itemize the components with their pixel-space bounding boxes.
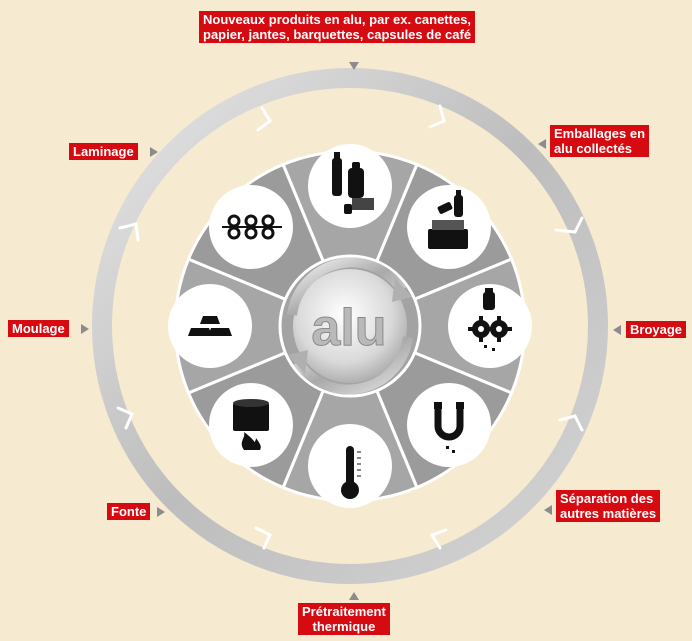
arrow-right-icon	[81, 324, 89, 334]
magnet-icon	[434, 402, 464, 453]
cycle-arrowhead-top	[392, 278, 412, 302]
arrow-left-icon	[538, 139, 546, 149]
center-inner	[293, 269, 407, 383]
center-alu-text: alu	[311, 299, 386, 357]
ring-chevrons	[116, 104, 584, 550]
cycle-arc-bottom	[293, 336, 413, 395]
label-separation: Séparation des autres matières	[556, 490, 661, 522]
label-new-products: Nouveaux produits en alu, par ex. canett…	[199, 11, 476, 43]
label-broyage: Broyage	[626, 321, 687, 338]
cycle-arc-top	[287, 257, 407, 316]
arrow-right-icon	[150, 147, 158, 157]
outer-ring	[92, 68, 608, 584]
collected-packaging-icon	[428, 190, 468, 249]
label-fonte: Fonte	[107, 503, 151, 520]
arrow-down-icon	[349, 62, 359, 70]
arrow-left-icon	[544, 505, 552, 515]
label-moulage: Moulage	[8, 320, 69, 337]
ingots-icon	[188, 316, 232, 336]
arrow-right-icon	[157, 507, 165, 517]
products-icon	[332, 152, 374, 214]
icon-circles	[168, 144, 532, 508]
arrow-up-icon	[349, 592, 359, 600]
label-pretraitement: Prétraitement thermique	[298, 603, 390, 635]
furnace-fire-icon	[233, 399, 269, 450]
cycle-arrowhead-bottom	[288, 350, 308, 374]
thermometer-icon	[341, 446, 361, 499]
label-laminage: Laminage	[69, 143, 138, 160]
arrow-left-icon	[613, 325, 621, 335]
label-collected-packaging: Emballages en alu collectés	[550, 125, 650, 157]
rolling-mill-icon	[222, 214, 282, 240]
shredder-gears-icon	[468, 288, 512, 351]
